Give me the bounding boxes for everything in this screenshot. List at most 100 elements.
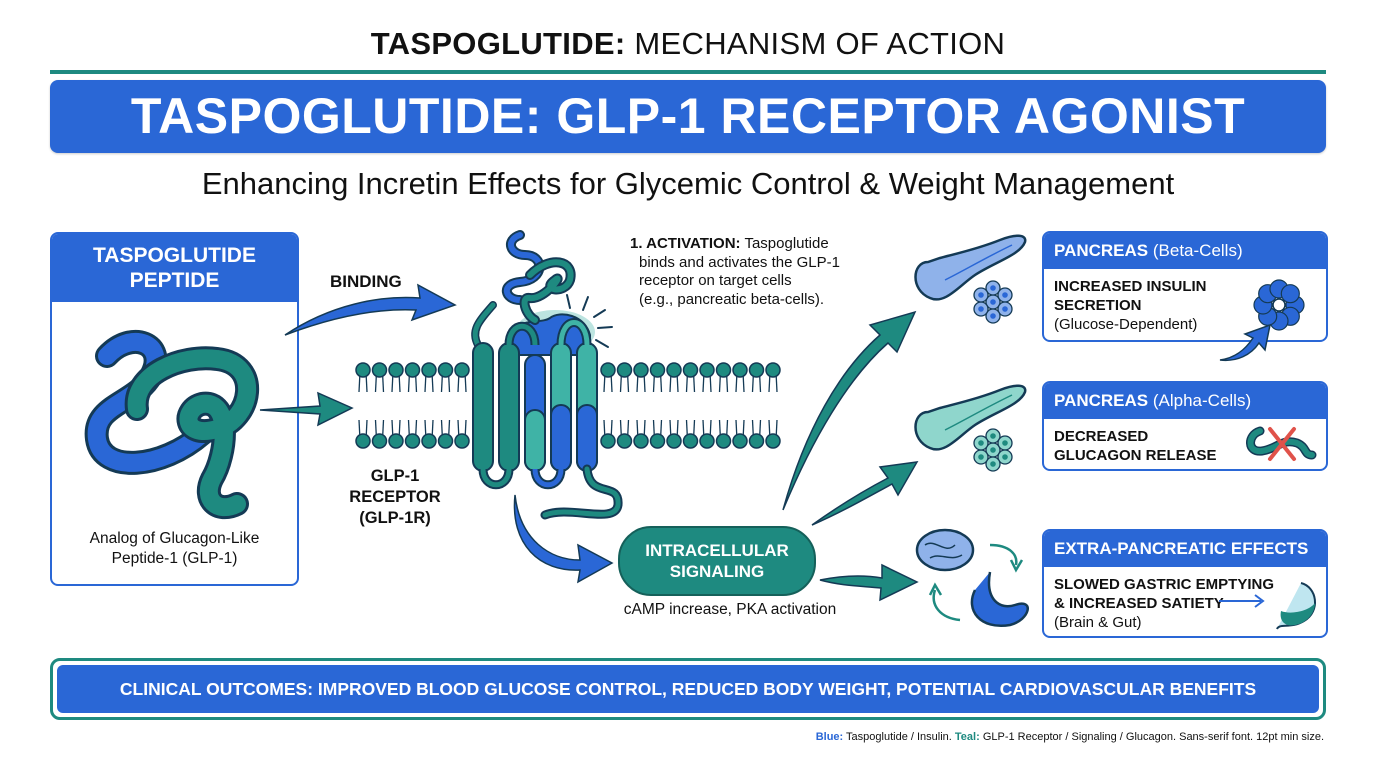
page-title: TASPOGLUTIDE: MECHANISM OF ACTION bbox=[0, 26, 1376, 62]
signaling-to-extra-arrow bbox=[819, 563, 919, 602]
effect-line2: & INCREASED SATIETY bbox=[1054, 595, 1224, 612]
receptor-label-line3: (GLP-1R) bbox=[359, 509, 431, 527]
signaling-to-beta-arrow bbox=[782, 310, 917, 511]
subtitle: Enhancing Incretin Effects for Glycemic … bbox=[201, 166, 1175, 201]
title-divider bbox=[50, 70, 1326, 74]
effect-line1: SLOWED GASTRIC EMPTYING bbox=[1054, 576, 1275, 593]
effect-card-beta-cells: PANCREAS (Beta-Cells) INCREASED INSULIN … bbox=[1042, 231, 1328, 342]
signal-line1: INTRACELLULAR bbox=[645, 541, 789, 560]
stomach-icon bbox=[1219, 582, 1316, 630]
lipid-head bbox=[371, 433, 388, 449]
effect-card-header: EXTRA-PANCREATIC EFFECTS bbox=[1044, 531, 1326, 567]
legend-teal-text: GLP-1 Receptor / Signaling / Glucagon. S… bbox=[982, 731, 1324, 743]
lipid-head bbox=[616, 362, 633, 378]
pancreas-beta-icon bbox=[914, 234, 1027, 324]
effect-line3: (Brain & Gut) bbox=[1054, 614, 1142, 631]
peptide-caption-line1: Analog of Glucagon-Like bbox=[89, 530, 260, 547]
effect-card-header: PANCREAS (Beta-Cells) bbox=[1044, 233, 1326, 269]
lipid-head bbox=[421, 362, 437, 378]
peptide-card-header: TASPOGLUTIDE PEPTIDE bbox=[52, 234, 297, 302]
lipid-head bbox=[649, 433, 666, 449]
effect-body: DECREASED GLUCAGON RELEASE bbox=[1054, 427, 1217, 465]
lipid-head bbox=[437, 433, 454, 449]
lipid-head bbox=[437, 362, 454, 378]
lipid-head bbox=[682, 362, 699, 378]
glp1-receptor-icon bbox=[471, 294, 623, 520]
legend-blue-text: Taspoglutide / Insulin. bbox=[846, 731, 952, 743]
peptide-title-line2: PEPTIDE bbox=[129, 269, 220, 292]
effect-line1: DECREASED bbox=[1054, 428, 1149, 445]
bound-peptide-icon bbox=[501, 230, 576, 325]
peptide-coil-icon bbox=[84, 329, 259, 520]
brain-gut-icon bbox=[915, 528, 1029, 628]
effect-title-sub: (Alpha-Cells) bbox=[1152, 391, 1252, 410]
legend-blue-key: Blue: bbox=[815, 731, 844, 743]
lipid-head bbox=[649, 362, 666, 378]
lipid-head bbox=[355, 433, 371, 449]
lipid-head bbox=[371, 362, 388, 378]
activation-description: 1. ACTIVATION: Taspoglutide binds and ac… bbox=[630, 235, 890, 309]
lipid-head bbox=[666, 362, 682, 378]
lipid-head bbox=[404, 433, 421, 449]
activation-line3: receptor on target cells bbox=[639, 272, 792, 289]
lipid-bilayer-left bbox=[355, 362, 470, 449]
effect-line2: GLUCAGON RELEASE bbox=[1054, 447, 1217, 464]
lipid-head bbox=[715, 433, 732, 449]
receptor-label-line1: GLP-1 bbox=[370, 467, 420, 485]
signal-line2: SIGNALING bbox=[669, 562, 765, 581]
lipid-head bbox=[388, 362, 404, 378]
effect-body: INCREASED INSULIN SECRETION (Glucose-Dep… bbox=[1054, 277, 1207, 334]
insulin-output-arrow bbox=[1219, 323, 1271, 362]
effect-title: EXTRA-PANCREATIC EFFECTS bbox=[1054, 539, 1309, 558]
outcome-frame bbox=[50, 658, 1326, 720]
title-rest: MECHANISM OF ACTION bbox=[634, 26, 1006, 61]
effect-body: SLOWED GASTRIC EMPTYING & INCREASED SATI… bbox=[1054, 575, 1274, 632]
peptide-title-line1: TASPOGLUTIDE bbox=[93, 244, 256, 267]
lipid-head bbox=[666, 433, 682, 449]
lipid-head bbox=[388, 433, 404, 449]
lipid-head bbox=[633, 433, 649, 449]
main-banner: TASPOGLUTIDE: GLP-1 RECEPTOR AGONIST bbox=[50, 80, 1326, 153]
insulin-hexamer-icon bbox=[1253, 279, 1305, 331]
lipid-bilayer-right bbox=[600, 362, 781, 449]
signaling-to-alpha-arrow bbox=[811, 461, 919, 526]
lipid-head bbox=[633, 362, 649, 378]
lipid-head bbox=[765, 433, 781, 449]
effect-line2: SECRETION bbox=[1054, 297, 1142, 314]
lipid-head bbox=[454, 362, 470, 378]
title-bold: TASPOGLUTIDE: bbox=[370, 26, 626, 61]
lipid-head bbox=[404, 362, 421, 378]
peptide-card: TASPOGLUTIDE PEPTIDE Analog of Glucagon-… bbox=[50, 232, 299, 586]
signaling-caption: cAMP increase, PKA activation bbox=[623, 601, 837, 618]
effect-title: PANCREAS bbox=[1054, 391, 1149, 410]
legend-teal-key: Teal: bbox=[954, 731, 980, 743]
activation-heading: 1. ACTIVATION: bbox=[630, 235, 741, 252]
peptide-caption-line2: Peptide-1 (GLP-1) bbox=[111, 550, 238, 567]
lipid-head bbox=[454, 433, 470, 449]
activation-line2: binds and activates the GLP-1 bbox=[639, 253, 840, 271]
lipid-head bbox=[682, 433, 699, 449]
activation-line1: Taspoglutide bbox=[744, 235, 829, 252]
effect-title: PANCREAS bbox=[1054, 241, 1149, 260]
lipid-head bbox=[355, 362, 371, 378]
color-legend-note: Blue: Taspoglutide / Insulin. Teal: GLP-… bbox=[816, 731, 1324, 743]
effect-card-alpha-cells: PANCREAS (Alpha-Cells) DECREASED GLUCAGO… bbox=[1042, 381, 1328, 471]
lipid-head bbox=[600, 362, 616, 378]
effect-card-header: PANCREAS (Alpha-Cells) bbox=[1044, 383, 1326, 419]
lipid-head bbox=[421, 433, 437, 449]
lipid-head bbox=[748, 362, 765, 378]
effect-line1: INCREASED INSULIN bbox=[1054, 278, 1207, 295]
clinical-outcomes-banner: CLINICAL OUTCOMES: IMPROVED BLOOD GLUCOS… bbox=[57, 665, 1319, 713]
binding-arrow bbox=[284, 283, 457, 336]
lipid-head bbox=[600, 433, 616, 449]
intracellular-signaling-node: INTRACELLULAR SIGNALING bbox=[618, 526, 816, 596]
receptor-label: GLP-1 RECEPTOR (GLP-1R) bbox=[340, 466, 450, 529]
glucagon-blocked-icon bbox=[1246, 426, 1317, 461]
activation-line4: (e.g., pancreatic beta-cells). bbox=[639, 290, 825, 308]
lipid-head bbox=[732, 433, 748, 449]
receptor-label-line2: RECEPTOR bbox=[349, 488, 441, 506]
effect-title-sub: (Beta-Cells) bbox=[1152, 241, 1243, 260]
peptide-to-membrane-arrow bbox=[259, 391, 354, 427]
lipid-head bbox=[699, 362, 715, 378]
